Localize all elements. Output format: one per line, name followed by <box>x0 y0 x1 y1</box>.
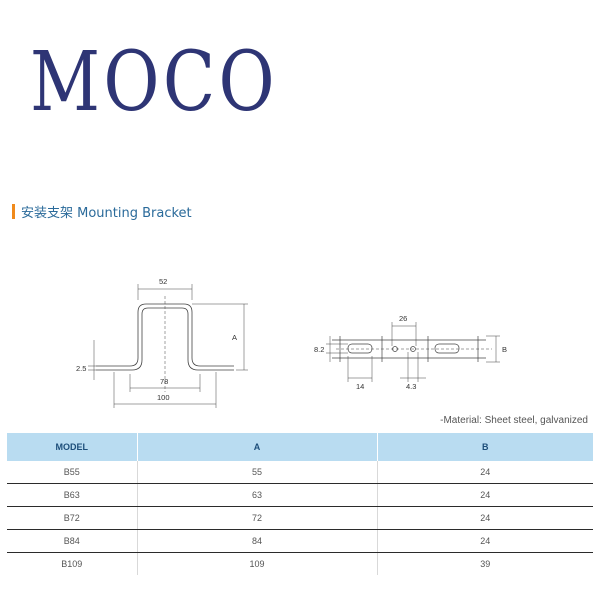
dim-14: 14 <box>356 382 364 391</box>
dim-26: 26 <box>399 314 407 323</box>
cell-model: B84 <box>7 529 137 553</box>
section-title: 安装支架 Mounting Bracket <box>12 202 192 221</box>
front-view-drawing <box>88 284 248 408</box>
table-row: B72 72 24 <box>7 506 593 530</box>
dim-52: 52 <box>159 277 167 286</box>
cell-a: 55 <box>136 461 377 484</box>
table-row: B109 109 39 <box>7 552 593 575</box>
header-model: MODEL <box>7 433 137 461</box>
cell-model: B109 <box>61 559 83 569</box>
cell-b: 24 <box>376 483 593 507</box>
material-note: -Material: Sheet steel, galvanized <box>440 415 588 426</box>
dim-a: A <box>232 333 237 342</box>
dim-2-5: 2.5 <box>76 364 86 373</box>
table-row: B55 55 24 <box>7 461 593 484</box>
cell-model: B55 <box>7 461 137 484</box>
cell-model: B72 <box>7 506 137 530</box>
section-title-text: 安装支架 Mounting Bracket <box>21 206 192 221</box>
dim-78: 78 <box>160 377 168 386</box>
cell-a: 84 <box>136 529 377 553</box>
logo-text: MOCO <box>30 38 278 120</box>
table-row: B63 63 24 <box>7 483 593 507</box>
moco-logo: MOCO <box>30 38 278 120</box>
dim-b: B <box>502 345 507 354</box>
cell-model: B63 <box>7 483 137 507</box>
table-header-row: MODEL A B <box>7 433 593 461</box>
header-b: B <box>376 433 593 461</box>
spec-table: MODEL A B B55 55 24 B63 63 24 B72 72 24 … <box>7 433 593 575</box>
cell-a: 72 <box>136 506 377 530</box>
dim-4-3: 4.3 <box>406 382 416 391</box>
dim-8-2: 8.2 <box>314 345 324 354</box>
cell-b: 24 <box>376 529 593 553</box>
title-accent-bar <box>12 204 15 219</box>
cell-a: 109 <box>136 552 377 575</box>
cell-b: 24 <box>376 461 593 484</box>
header-a: A <box>136 433 377 461</box>
cell-b: 39 <box>376 552 593 575</box>
cell-b: 24 <box>376 506 593 530</box>
top-view-drawing <box>326 322 500 382</box>
cell-a: 63 <box>136 483 377 507</box>
table-row: B84 84 24 <box>7 529 593 553</box>
dim-100: 100 <box>157 393 170 402</box>
